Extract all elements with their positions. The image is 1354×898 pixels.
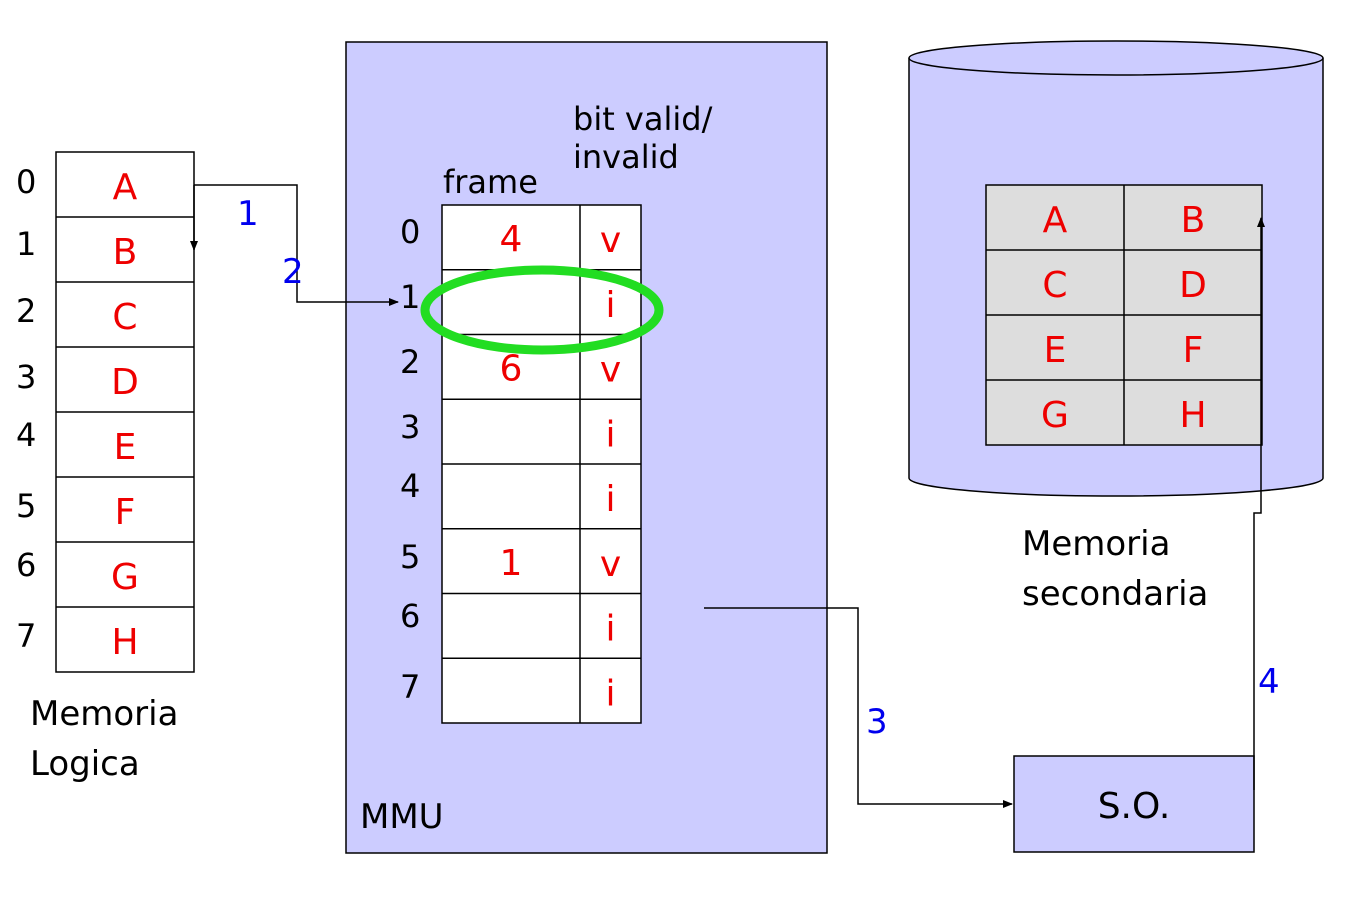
page-table-index: 0 [400, 213, 420, 251]
page-table-bit: i [605, 479, 615, 520]
step-3: 3 [866, 702, 888, 742]
logical-memory-index: 1 [16, 225, 36, 263]
logical-memory-index: 2 [16, 292, 36, 330]
bit-header-line1: bit valid/ [573, 100, 713, 138]
secondary-memory-page: C [1042, 265, 1067, 306]
page-table-index: 7 [400, 668, 420, 706]
arrow-mmu-to-os [704, 607, 1013, 808]
logical-memory-page: G [111, 557, 139, 598]
page-table-index: 5 [400, 538, 420, 576]
logical-memory-index: 5 [16, 487, 36, 525]
page-table-bit: v [600, 220, 621, 261]
os-box [1013, 755, 1255, 853]
logical-memory-page: C [112, 297, 137, 338]
secondary-memory-label-line2: secondaria [1022, 574, 1208, 614]
logical-memory-page: D [111, 362, 139, 403]
page-table-index: 1 [400, 278, 420, 316]
frame-header: frame [443, 163, 538, 201]
secondary-memory-page: A [1043, 200, 1068, 241]
os: S.O. [1013, 755, 1255, 853]
logical-memory-index: 4 [16, 416, 36, 454]
page-table-index: 4 [400, 467, 420, 505]
arrow-os-to-disk [1253, 217, 1265, 790]
page-table-index: 3 [400, 408, 420, 446]
secondary-memory-page: B [1181, 200, 1206, 241]
bit-header-line2: invalid [573, 138, 679, 176]
page-table-bit: i [605, 414, 615, 455]
step-1: 1 [237, 194, 259, 234]
page-table-bit: i [605, 285, 615, 326]
page-table-bit: i [605, 673, 615, 714]
secondary-memory: A B C D E F G H Memoria secondaria [908, 40, 1324, 614]
highlight-ellipse [420, 265, 664, 355]
secondary-memory-page: F [1183, 330, 1204, 371]
secondary-memory-label-line1: Memoria [1022, 524, 1170, 564]
logical-memory-page: F [115, 492, 136, 533]
page-table-index: 2 [400, 343, 420, 381]
secondary-memory-page: H [1179, 395, 1206, 436]
secondary-memory-page: E [1044, 330, 1067, 371]
secondary-memory-page: G [1041, 395, 1069, 436]
logical-memory-page: B [113, 232, 138, 273]
mmu-label: MMU [360, 797, 444, 837]
logical-memory-label-line2: Logica [30, 744, 140, 784]
logical-memory-page: H [111, 622, 138, 663]
step-numbers: 1 2 3 4 [237, 194, 1280, 742]
logical-memory: 0 A 1 B 2 C 3 D 4 E 5 F 6 G 7 H Memoria Logica [16, 151, 195, 784]
page-table-index: 6 [400, 597, 420, 635]
logical-memory-index: 6 [16, 546, 36, 584]
page-table-bit: v [600, 350, 621, 391]
logical-memory-index: 7 [16, 617, 36, 655]
disk-top [908, 40, 1324, 76]
mmu: MMU frame bit valid/ invalid 0 4 v 1 i 2 6 v 3 i 4… [345, 41, 828, 854]
page-table-bit: v [600, 544, 621, 585]
arrows [190, 184, 1265, 808]
secondary-memory-page: D [1179, 265, 1207, 306]
step-4: 4 [1258, 662, 1280, 702]
page-table-frame: 6 [500, 349, 523, 390]
page-table-bit: i [605, 609, 615, 650]
logical-memory-page: A [113, 167, 138, 208]
page-table-frame: 1 [500, 543, 523, 584]
logical-memory-index: 3 [16, 358, 36, 396]
step-2: 2 [282, 252, 304, 292]
logical-memory-label-line1: Memoria [30, 694, 178, 734]
logical-memory-page: E [114, 427, 137, 468]
logical-memory-index: 0 [16, 163, 36, 201]
os-label: S.O. [1098, 786, 1171, 827]
arrow-logical-to-page-table [194, 184, 399, 306]
page-table-frame: 4 [500, 219, 523, 260]
